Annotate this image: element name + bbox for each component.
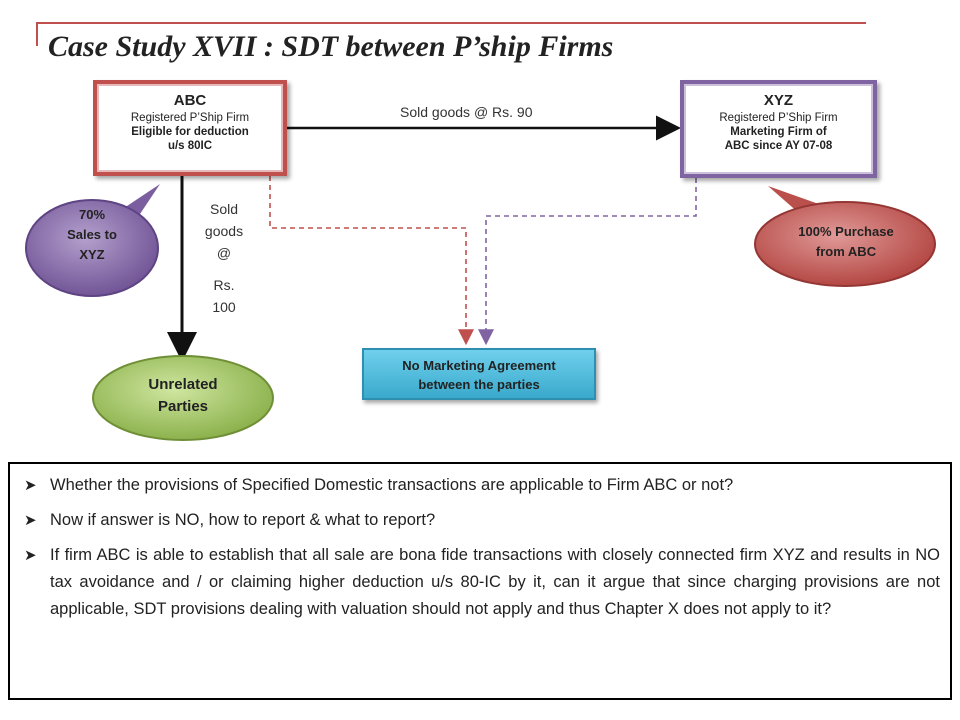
unrelated-line-2: Parties — [157, 398, 209, 415]
bubble-70-text: 70% Sales to XYZ — [46, 205, 138, 265]
arrow-bullet-icon: ➤ — [24, 512, 37, 529]
label-rs: Rs. — [213, 277, 235, 293]
questions-box: ➤ Whether the provisions of Specified Do… — [8, 462, 952, 700]
dashed-abc-to-agreement — [269, 176, 474, 346]
arrow-bullet-icon: ➤ — [24, 477, 37, 494]
bubble-100-line-1: 100% Purchase — [798, 224, 894, 239]
arrow-bullet-icon: ➤ — [24, 547, 37, 564]
label-goods: goods — [204, 223, 244, 239]
no-marketing-line-1: No Marketing Agreement — [402, 358, 556, 373]
question-item: ➤ Whether the provisions of Specified Do… — [24, 472, 940, 499]
header-rule — [36, 22, 866, 24]
question-text: If firm ABC is able to establish that al… — [50, 546, 940, 618]
unrelated-parties-text: Unrelated Parties — [108, 374, 258, 418]
bubble-70-line-2: Sales to — [67, 227, 117, 242]
unrelated-parties-ellipse — [92, 355, 274, 441]
question-text: Whether the provisions of Specified Dome… — [50, 476, 734, 494]
xyz-name: XYZ — [763, 92, 794, 109]
arrow-label-rs-100: Sold goods @ Rs. 100 — [196, 198, 252, 318]
abc-line-1: Registered P’Ship Firm — [130, 112, 250, 124]
page-title: Case Study XVII : SDT between P’ship Fir… — [48, 30, 614, 63]
question-item: ➤ Now if answer is NO, how to report & w… — [24, 507, 940, 534]
xyz-line-2: Marketing Firm of — [730, 126, 827, 138]
bubble-100-line-2: from ABC — [815, 244, 877, 259]
label-sold: Sold — [209, 201, 239, 217]
abc-line-3: u/s 80IC — [167, 140, 213, 152]
abc-line-2: Eligible for deduction — [131, 126, 249, 138]
bubble-100-text: 100% Purchase from ABC — [766, 222, 926, 262]
no-marketing-agreement-box: No Marketing Agreement between the parti… — [362, 348, 596, 400]
no-marketing-line-2: between the parties — [418, 377, 540, 392]
xyz-firm-box: XYZ Registered P’Ship Firm Marketing Fir… — [680, 80, 877, 178]
xyz-line-1: Registered P’Ship Firm — [719, 112, 838, 124]
xyz-line-3: ABC since AY 07-08 — [724, 140, 833, 152]
dashed-xyz-to-agreement — [478, 178, 697, 346]
abc-firm-box: ABC Registered P’Ship Firm Eligible for … — [93, 80, 287, 176]
bubble-100-purchase — [754, 186, 936, 287]
label-100: 100 — [212, 299, 236, 315]
flow-diagram — [25, 115, 936, 441]
question-text: Now if answer is NO, how to report & wha… — [50, 511, 436, 529]
abc-name: ABC — [173, 92, 207, 109]
bubble-70-sales — [25, 184, 160, 297]
label-at: @ — [216, 245, 232, 261]
bubble-70-line-3: XYZ — [79, 247, 105, 262]
bubble-70-line-1: 70% — [78, 207, 106, 222]
questions-list: ➤ Whether the provisions of Specified Do… — [24, 472, 940, 623]
question-item: ➤ If firm ABC is able to establish that … — [24, 542, 940, 623]
arrow-label-rs-90: Sold goods @ Rs. 90 — [400, 104, 533, 120]
header-left-rule — [36, 22, 38, 46]
unrelated-line-1: Unrelated — [148, 376, 218, 393]
